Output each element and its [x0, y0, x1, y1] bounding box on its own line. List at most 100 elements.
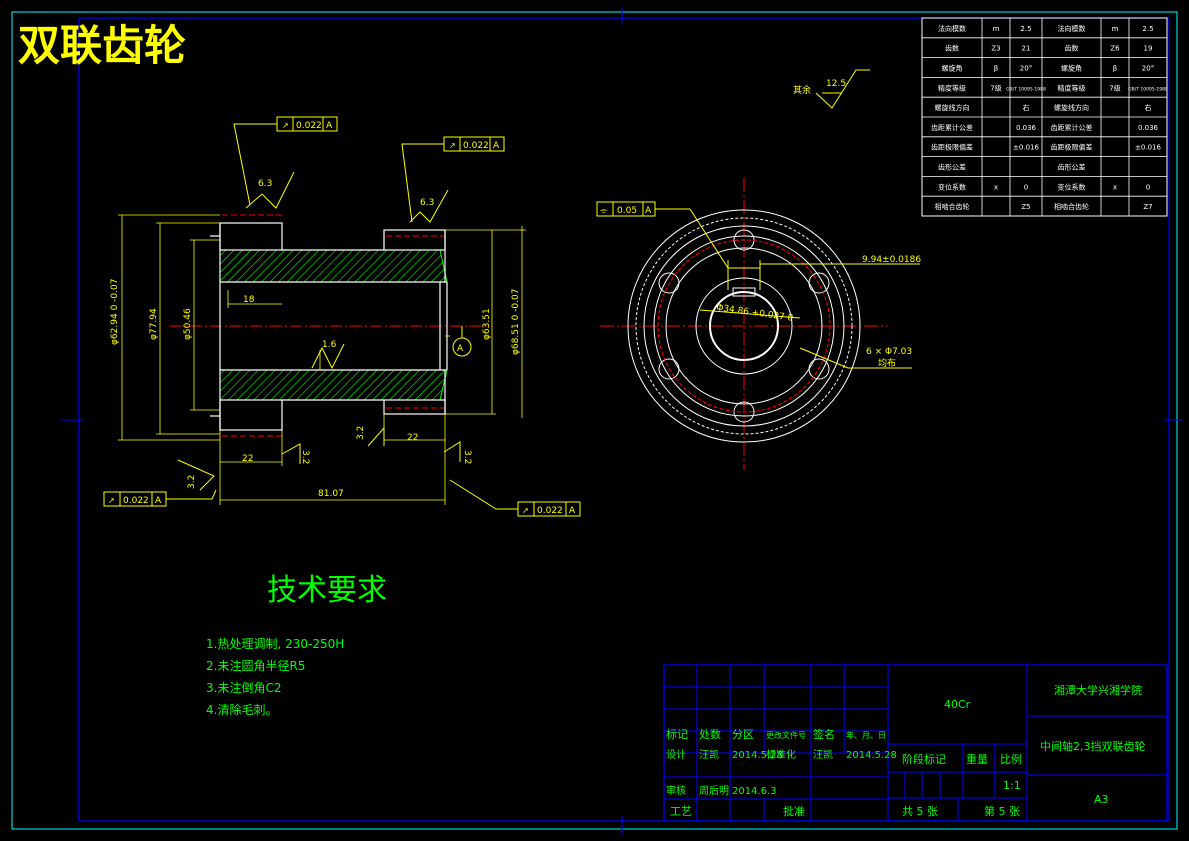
title-block: 40Cr 湘潭大学兴湘学院 中间轴2,3挡双联齿轮 A3 阶段标记 重量 比例 …: [663, 664, 1168, 822]
param-cell: 变位系数: [1058, 182, 1086, 191]
param-cell: 0.036: [1138, 124, 1159, 132]
bore-dim: Φ34.86 +0.027 0: [716, 303, 795, 324]
runout-br-value: 0.022: [537, 506, 563, 516]
param-cell: GB/T 10095-1988: [1006, 86, 1046, 92]
runout-left-datum: A: [326, 121, 333, 131]
title-header-cell: 签名: [813, 727, 835, 741]
dia-177: φ77.94: [149, 308, 159, 340]
param-cell: 2.5: [1142, 25, 1153, 33]
roughness-other: 其余 12.5: [793, 69, 870, 109]
material: 40Cr: [944, 698, 971, 711]
param-cell: 螺旋线方向: [935, 103, 970, 112]
param-cell: 右: [1023, 103, 1030, 112]
param-cell: m: [993, 25, 1000, 33]
param-cell: 7级: [990, 83, 1001, 92]
param-cell: 齿距累计公差: [931, 123, 973, 132]
design-row-cell: 2014.5.28: [846, 750, 897, 761]
review-row-cell: 2014.6.3: [732, 786, 777, 797]
review-row-cell: 周后明: [699, 785, 729, 797]
param-cell: 齿距极限偏差: [931, 143, 973, 152]
drawing-name: 中间轴2,3挡双联齿轮: [1040, 739, 1146, 753]
dia-bore: φ50.46: [183, 308, 193, 340]
title-header-cell: 更改文件号: [766, 730, 806, 740]
rough-32-d: 3.2: [187, 475, 197, 489]
param-cell: 齿数: [945, 44, 959, 53]
approve-label: 批准: [783, 804, 805, 818]
rough-32-c: 3.2: [462, 450, 472, 464]
design-row-cell: 2014.5.28: [732, 750, 783, 761]
scale-label: 比例: [1000, 752, 1022, 766]
param-cell: m: [1112, 25, 1119, 33]
svg-text:↗: ↗: [522, 506, 529, 515]
dia-63: φ63.51: [482, 308, 492, 340]
param-cell: 螺旋角: [1061, 64, 1082, 73]
tech-title: 技术要求: [267, 573, 387, 608]
dim-22-left: 22: [242, 454, 253, 464]
design-row-cell: 标准化: [766, 748, 796, 761]
runout-bl-datum: A: [155, 496, 162, 506]
param-cell: x: [994, 183, 998, 191]
craft-label: 工艺: [670, 805, 692, 818]
sheet-size: A3: [1094, 793, 1109, 806]
design-row-cell: 设计: [666, 748, 686, 761]
param-cell: 齿距极限偏差: [1051, 143, 1093, 152]
param-cell: 齿形公差: [938, 163, 966, 172]
dim-total: 81.07: [318, 489, 344, 499]
svg-text:↗: ↗: [282, 121, 289, 130]
title-header-cell: 处数: [699, 728, 721, 741]
param-cell: 0: [1024, 183, 1028, 191]
param-cell: 右: [1145, 103, 1152, 112]
param-cell: 相啮合齿轮: [1054, 202, 1089, 211]
param-cell: 齿形公差: [1058, 163, 1086, 172]
holes-dim: 6 × Φ7.03: [866, 347, 912, 357]
dim-22-right: 22: [407, 433, 418, 443]
rough-32-a: 3.2: [356, 426, 366, 440]
sheet-frame: [11, 8, 1182, 836]
param-cell: 20°: [1020, 65, 1032, 73]
param-cell: 精度等级: [938, 83, 966, 92]
param-cell: Z3: [991, 45, 1000, 53]
end-view: ⌯ 0.05 A 9.94±0.0186 Φ34.86 +0.027 0 6 ×…: [596, 178, 921, 470]
param-cell: 0: [1146, 183, 1150, 191]
section-view: A 6.3 6.3 1.6 3.2 3.2 3.2 3.2 18 22 22 8…: [103, 116, 581, 517]
dia-outer-left: φ62.94 0 -0.07: [110, 279, 120, 345]
stage-label: 阶段标记: [902, 752, 946, 766]
svg-text:↗: ↗: [108, 496, 115, 505]
param-cell: x: [1113, 183, 1117, 191]
tech-note: 3.未注倒角C2: [206, 680, 281, 695]
rough-16: 1.6: [322, 340, 337, 350]
datum-a-section: A: [457, 344, 464, 354]
tech-note: 1.热处理调制, 230-250H: [206, 637, 344, 651]
param-cell: 螺旋角: [942, 64, 963, 73]
drawing-title: 双联齿轮: [18, 21, 186, 70]
design-row-cell: 汪凯: [699, 748, 719, 761]
svg-text:⌯: ⌯: [600, 206, 608, 216]
tech-note: 2.未注圆角半径R5: [206, 658, 305, 673]
dia-outer-right: φ68.51 0 -0.07: [511, 289, 521, 355]
param-cell: ±0.016: [1013, 144, 1039, 152]
dim-18: 18: [243, 295, 255, 305]
param-cell: 齿距累计公差: [1051, 123, 1093, 132]
param-cell: 变位系数: [938, 182, 966, 191]
param-cell: 2.5: [1020, 25, 1031, 33]
rough-32-b: 3.2: [300, 450, 310, 464]
param-cell: 齿数: [1065, 44, 1079, 53]
symmetry-datum: A: [645, 206, 652, 216]
param-cell: Z6: [1110, 45, 1120, 53]
school: 湘潭大学兴湘学院: [1054, 683, 1142, 697]
param-cell: Z7: [1143, 203, 1152, 211]
param-cell: 法向模数: [1058, 24, 1086, 33]
param-cell: 0.036: [1016, 124, 1037, 132]
rough-63-right: 6.3: [420, 198, 434, 208]
param-cell: 精度等级: [1058, 83, 1086, 92]
runout-right-value: 0.022: [463, 141, 489, 151]
sheets-total: 共 5 张: [902, 805, 938, 818]
title-header-cell: 标记: [666, 727, 688, 741]
param-cell: 19: [1144, 45, 1153, 53]
param-cell: β: [994, 65, 998, 73]
param-cell: 7级: [1109, 83, 1120, 92]
runout-bl-value: 0.022: [123, 496, 149, 506]
param-cell: Z5: [1021, 203, 1030, 211]
